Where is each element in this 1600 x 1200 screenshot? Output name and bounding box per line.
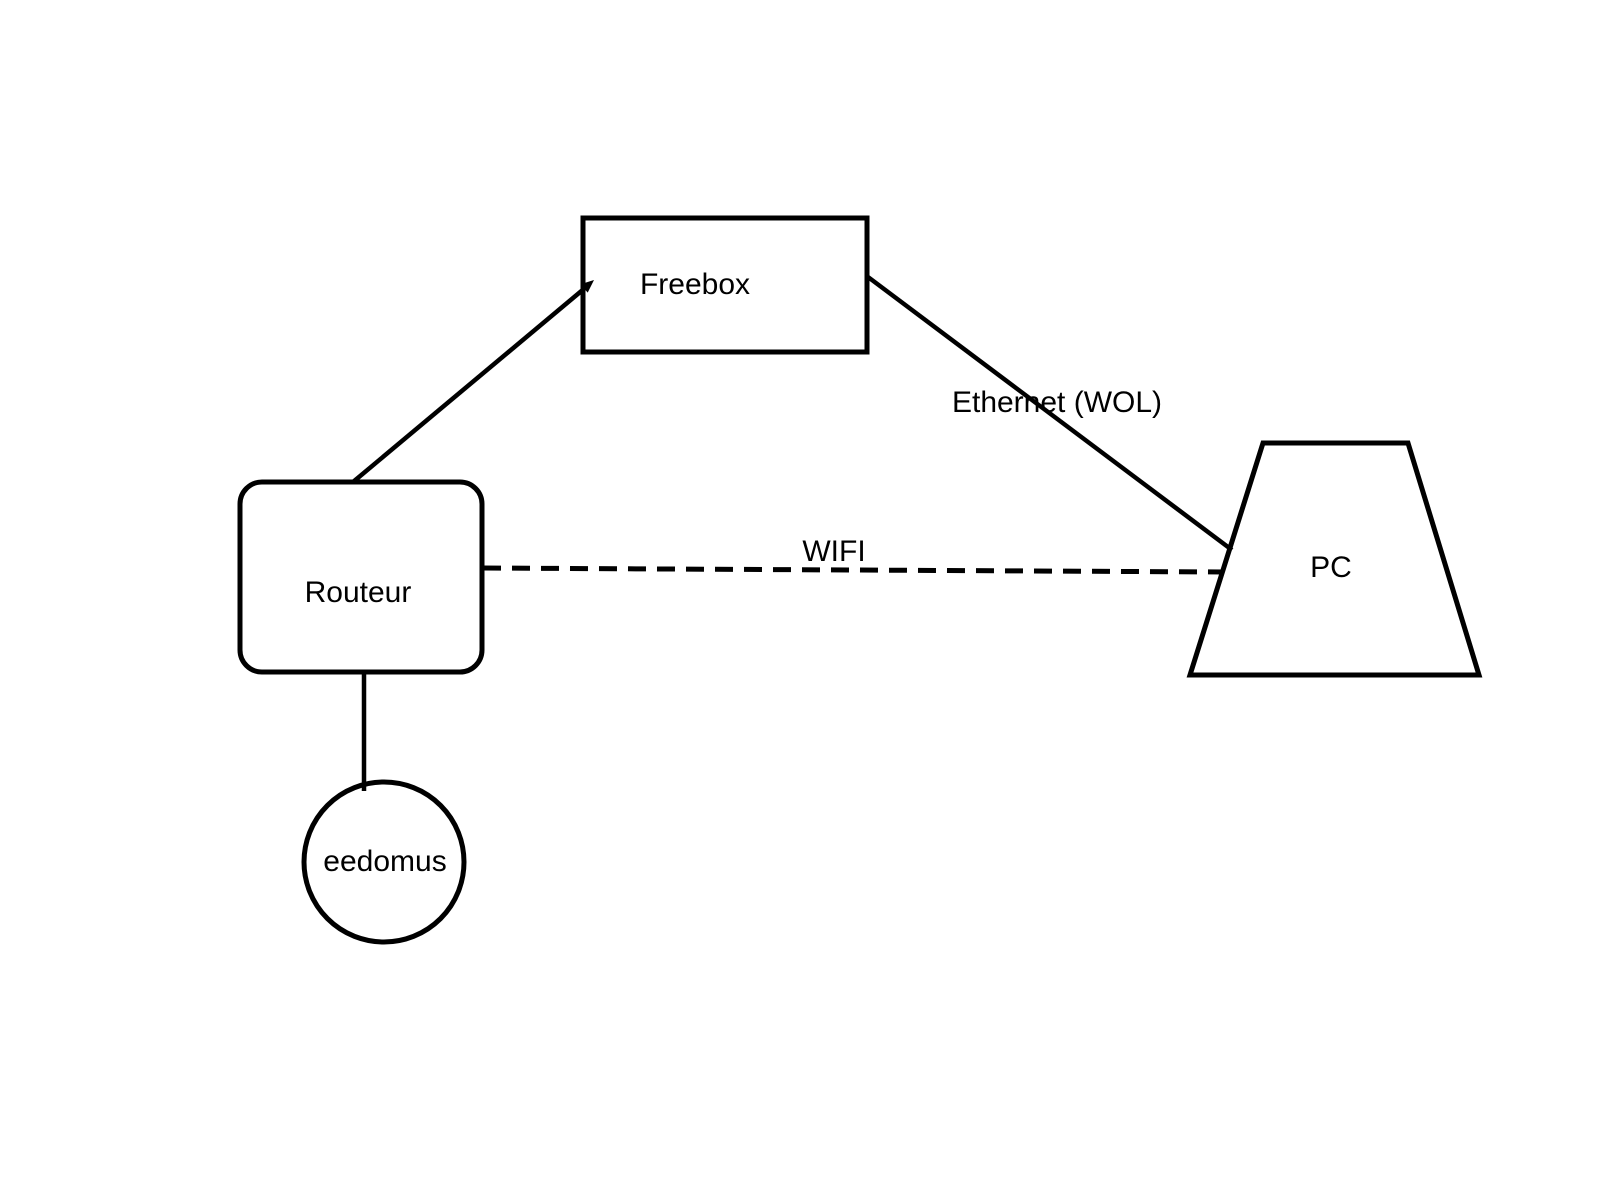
freebox-label: Freebox xyxy=(640,268,750,301)
eedomus-label: eedomus xyxy=(323,845,446,878)
eedomus-node xyxy=(301,779,467,945)
wifi-edge-label: WIFI xyxy=(802,535,865,568)
edge-routeur-pc-wifi xyxy=(482,565,1225,575)
pc-label: PC xyxy=(1310,551,1352,584)
routeur-label: Routeur xyxy=(305,576,412,609)
routeur-node xyxy=(237,479,485,675)
edge-routeur-freebox xyxy=(351,286,587,484)
edge-routeur-freebox-arrowhead-icon xyxy=(580,280,594,293)
pc-node xyxy=(1186,440,1483,678)
edge-freebox-pc xyxy=(866,275,1234,552)
ethernet-wol-edge-label: Ethernet (WOL) xyxy=(952,386,1162,419)
